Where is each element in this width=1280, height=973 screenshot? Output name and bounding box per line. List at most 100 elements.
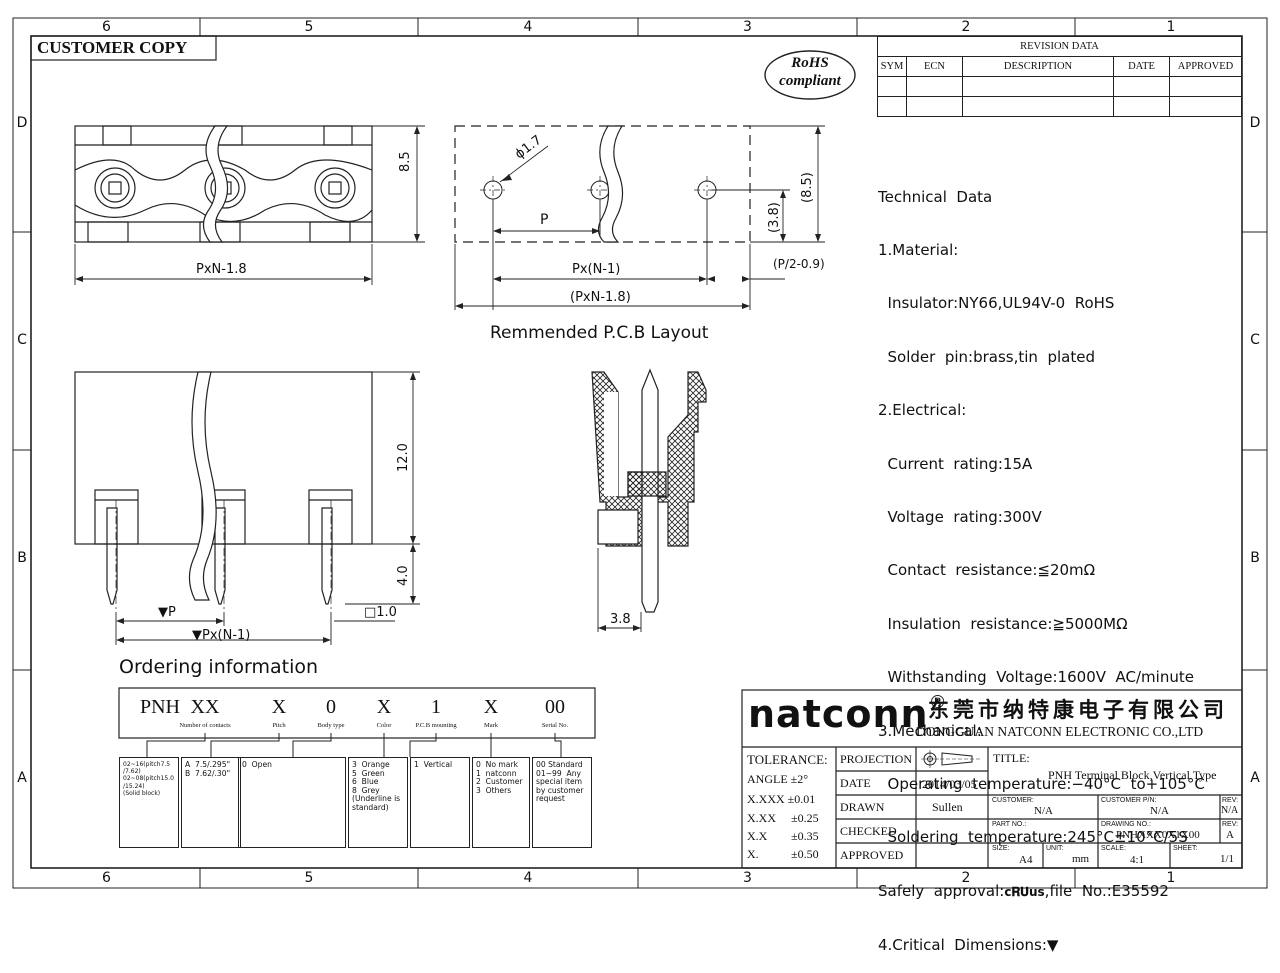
zone-col-3-bottom: 3 xyxy=(743,870,752,886)
dim-pcb-pitch: P xyxy=(540,212,549,228)
drawing-title: PNH Terminal Block,Vertical Type xyxy=(1048,768,1217,782)
pcb-layout-caption: Remmended P.C.B Layout xyxy=(490,323,709,343)
order-label-color: Color xyxy=(376,722,392,729)
unit-value: mm xyxy=(1072,853,1090,865)
projection-label: PROJECTION xyxy=(840,752,913,766)
rohs-line1: RoHS xyxy=(791,55,829,71)
tolerance-angle: ANGLE ±2° xyxy=(747,772,809,786)
tech-line: 2.Electrical: xyxy=(878,401,967,420)
order-option-mounting: 1 Vertical xyxy=(410,757,470,848)
order-label-mark: Mark xyxy=(483,722,499,729)
drawn-label: DRAWN xyxy=(840,800,885,814)
order-code-pitch: X xyxy=(271,696,287,718)
tolerance-label: TOLERANCE: xyxy=(747,752,828,767)
order-code-mounting: 1 xyxy=(431,696,441,718)
zone-col-6: 6 xyxy=(102,19,111,35)
order-code-serial: 00 xyxy=(545,696,565,718)
revision-header-approved: APPROVED xyxy=(1169,56,1242,77)
dim-front-height: 12.0 xyxy=(396,443,411,472)
part-no-label: PART NO.: xyxy=(992,821,1027,828)
dim-pcb-hole-offset: (3.8) xyxy=(767,202,782,233)
zone-row-d-right: D xyxy=(1249,115,1261,131)
zone-col-1: 1 xyxy=(1166,19,1176,35)
tech-line: Insulator:NY66,UL94V-0 RoHS xyxy=(878,294,1115,313)
rev-label: REV: xyxy=(1222,821,1239,828)
order-option-contacts: 02~16(pitch7.5 /7.62) 02~08(pitch15.0 /1… xyxy=(119,757,179,848)
scale-value: 4:1 xyxy=(1130,854,1145,866)
scale-label: SCALE: xyxy=(1101,845,1126,852)
order-code-color: X xyxy=(376,696,392,718)
company-name-en: DONGGUAN NATCONN ELECTRONIC CO.,LTD xyxy=(916,724,1204,739)
dim-side-width: 3.8 xyxy=(610,612,631,627)
tech-line: 3.Mechanical: xyxy=(878,721,982,740)
ul-file-number: ,file No.:E35592 xyxy=(1044,881,1169,900)
order-option-serial: 00 Standard 01~99 Any special item by cu… xyxy=(532,757,592,848)
tech-line: Insulation resistance:≧5000MΩ xyxy=(878,614,1128,633)
sheet-label: SHEET: xyxy=(1173,845,1198,852)
dim-top-height: 8.5 xyxy=(398,151,413,172)
order-label-pitch: Pitch xyxy=(272,722,286,729)
tech-line: Soldering temperature:245°C±10°C/5S xyxy=(878,828,1188,847)
order-option-color: 3 Orange 5 Green 6 Blue 8 Grey (Underlin… xyxy=(348,757,408,848)
zone-col-6-bottom: 6 xyxy=(102,870,111,886)
dim-front-pitch: ▼P xyxy=(158,605,176,620)
dim-front-span: ▼Px(N-1) xyxy=(192,628,251,643)
dim-top-length: PxN-1.8 xyxy=(196,262,247,277)
sheet-value: 1/1 xyxy=(1220,853,1235,865)
zone-row-b: B xyxy=(17,550,27,566)
technical-data: Technical Data 1.Material: Insulator:NY6… xyxy=(878,153,1238,973)
rev-value: A xyxy=(1226,829,1234,841)
tolerance-xx: X.X±0.35 xyxy=(747,829,819,843)
zone-col-1-bottom: 1 xyxy=(1166,870,1176,886)
company-name-cn: 东莞市纳特康电子有限公司 xyxy=(928,698,1228,722)
tech-line: Contact resistance:≦20mΩ xyxy=(878,561,1096,580)
order-label-contacts: Number of contacts xyxy=(179,722,231,729)
zone-col-2-bottom: 2 xyxy=(961,870,971,886)
drawing-frame xyxy=(12,17,1268,889)
order-code-contacts: XX xyxy=(190,696,220,718)
rohs-line2: compliant xyxy=(779,73,841,89)
date-value: 2014/03/05 xyxy=(922,777,977,791)
size-value: A4 xyxy=(1019,854,1033,866)
tech-line: Voltage rating:300V xyxy=(878,507,1042,526)
brand-logo: natconn® xyxy=(748,692,948,736)
drawn-value: Sullen xyxy=(932,800,963,814)
order-label-body: Body type xyxy=(317,722,345,729)
customer-label: CUSTOMER: xyxy=(992,797,1034,804)
tech-line: Operating temperature:−40°C to+105°C xyxy=(878,774,1205,793)
zone-col-5-bottom: 5 xyxy=(304,870,314,886)
zone-col-4-bottom: 4 xyxy=(523,870,533,886)
customer-value: N/A xyxy=(1034,805,1053,817)
dim-pcb-height: (8.5) xyxy=(800,172,815,203)
rev-top-value: N/A xyxy=(1221,805,1239,816)
revision-title: REVISION DATA xyxy=(877,36,1242,57)
title-label: TITLE: xyxy=(993,751,1030,765)
tech-line: Technical Data xyxy=(878,187,993,206)
tech-line-approval: Safely approval:c𝐑𝐔us,file No.:E35592 xyxy=(878,881,1238,902)
unit-label: UNIT: xyxy=(1046,845,1064,852)
checked-label: CHECKED xyxy=(840,824,897,838)
ordering-heading: Ordering information xyxy=(119,656,319,678)
order-code-series: PNH xyxy=(139,696,180,718)
dim-front-pin-length: 4.0 xyxy=(396,565,411,586)
brand-registered: ® xyxy=(928,692,948,713)
zone-col-2: 2 xyxy=(961,19,971,35)
zone-row-a: A xyxy=(17,770,27,786)
ul-mark-icon: c𝐑𝐔us xyxy=(1004,884,1045,899)
rev-top-label: REV: xyxy=(1222,797,1239,804)
tech-line: Withstanding Voltage:1600V AC/minute xyxy=(878,668,1194,687)
zone-col-4: 4 xyxy=(523,19,533,35)
zone-col-5: 5 xyxy=(304,19,314,35)
revision-header-description: DESCRIPTION xyxy=(962,56,1114,77)
order-code-mark: X xyxy=(483,696,499,718)
revision-table: REVISION DATA SYM ECN DESCRIPTION DATE A… xyxy=(877,36,1242,117)
date-label: DATE xyxy=(840,776,871,790)
order-code-body: 0 xyxy=(326,696,336,718)
order-option-pitch: A 7.5/.295" B 7.62/.30" xyxy=(181,757,241,848)
customer-pn-label: CUSTOMER P/N: xyxy=(1101,797,1157,804)
revision-header-date: DATE xyxy=(1113,56,1170,77)
brand-name: natconn xyxy=(748,692,929,736)
zone-row-c: C xyxy=(17,332,27,348)
size-label: SIZE: xyxy=(992,845,1010,852)
approved-label: APPROVED xyxy=(840,848,904,862)
